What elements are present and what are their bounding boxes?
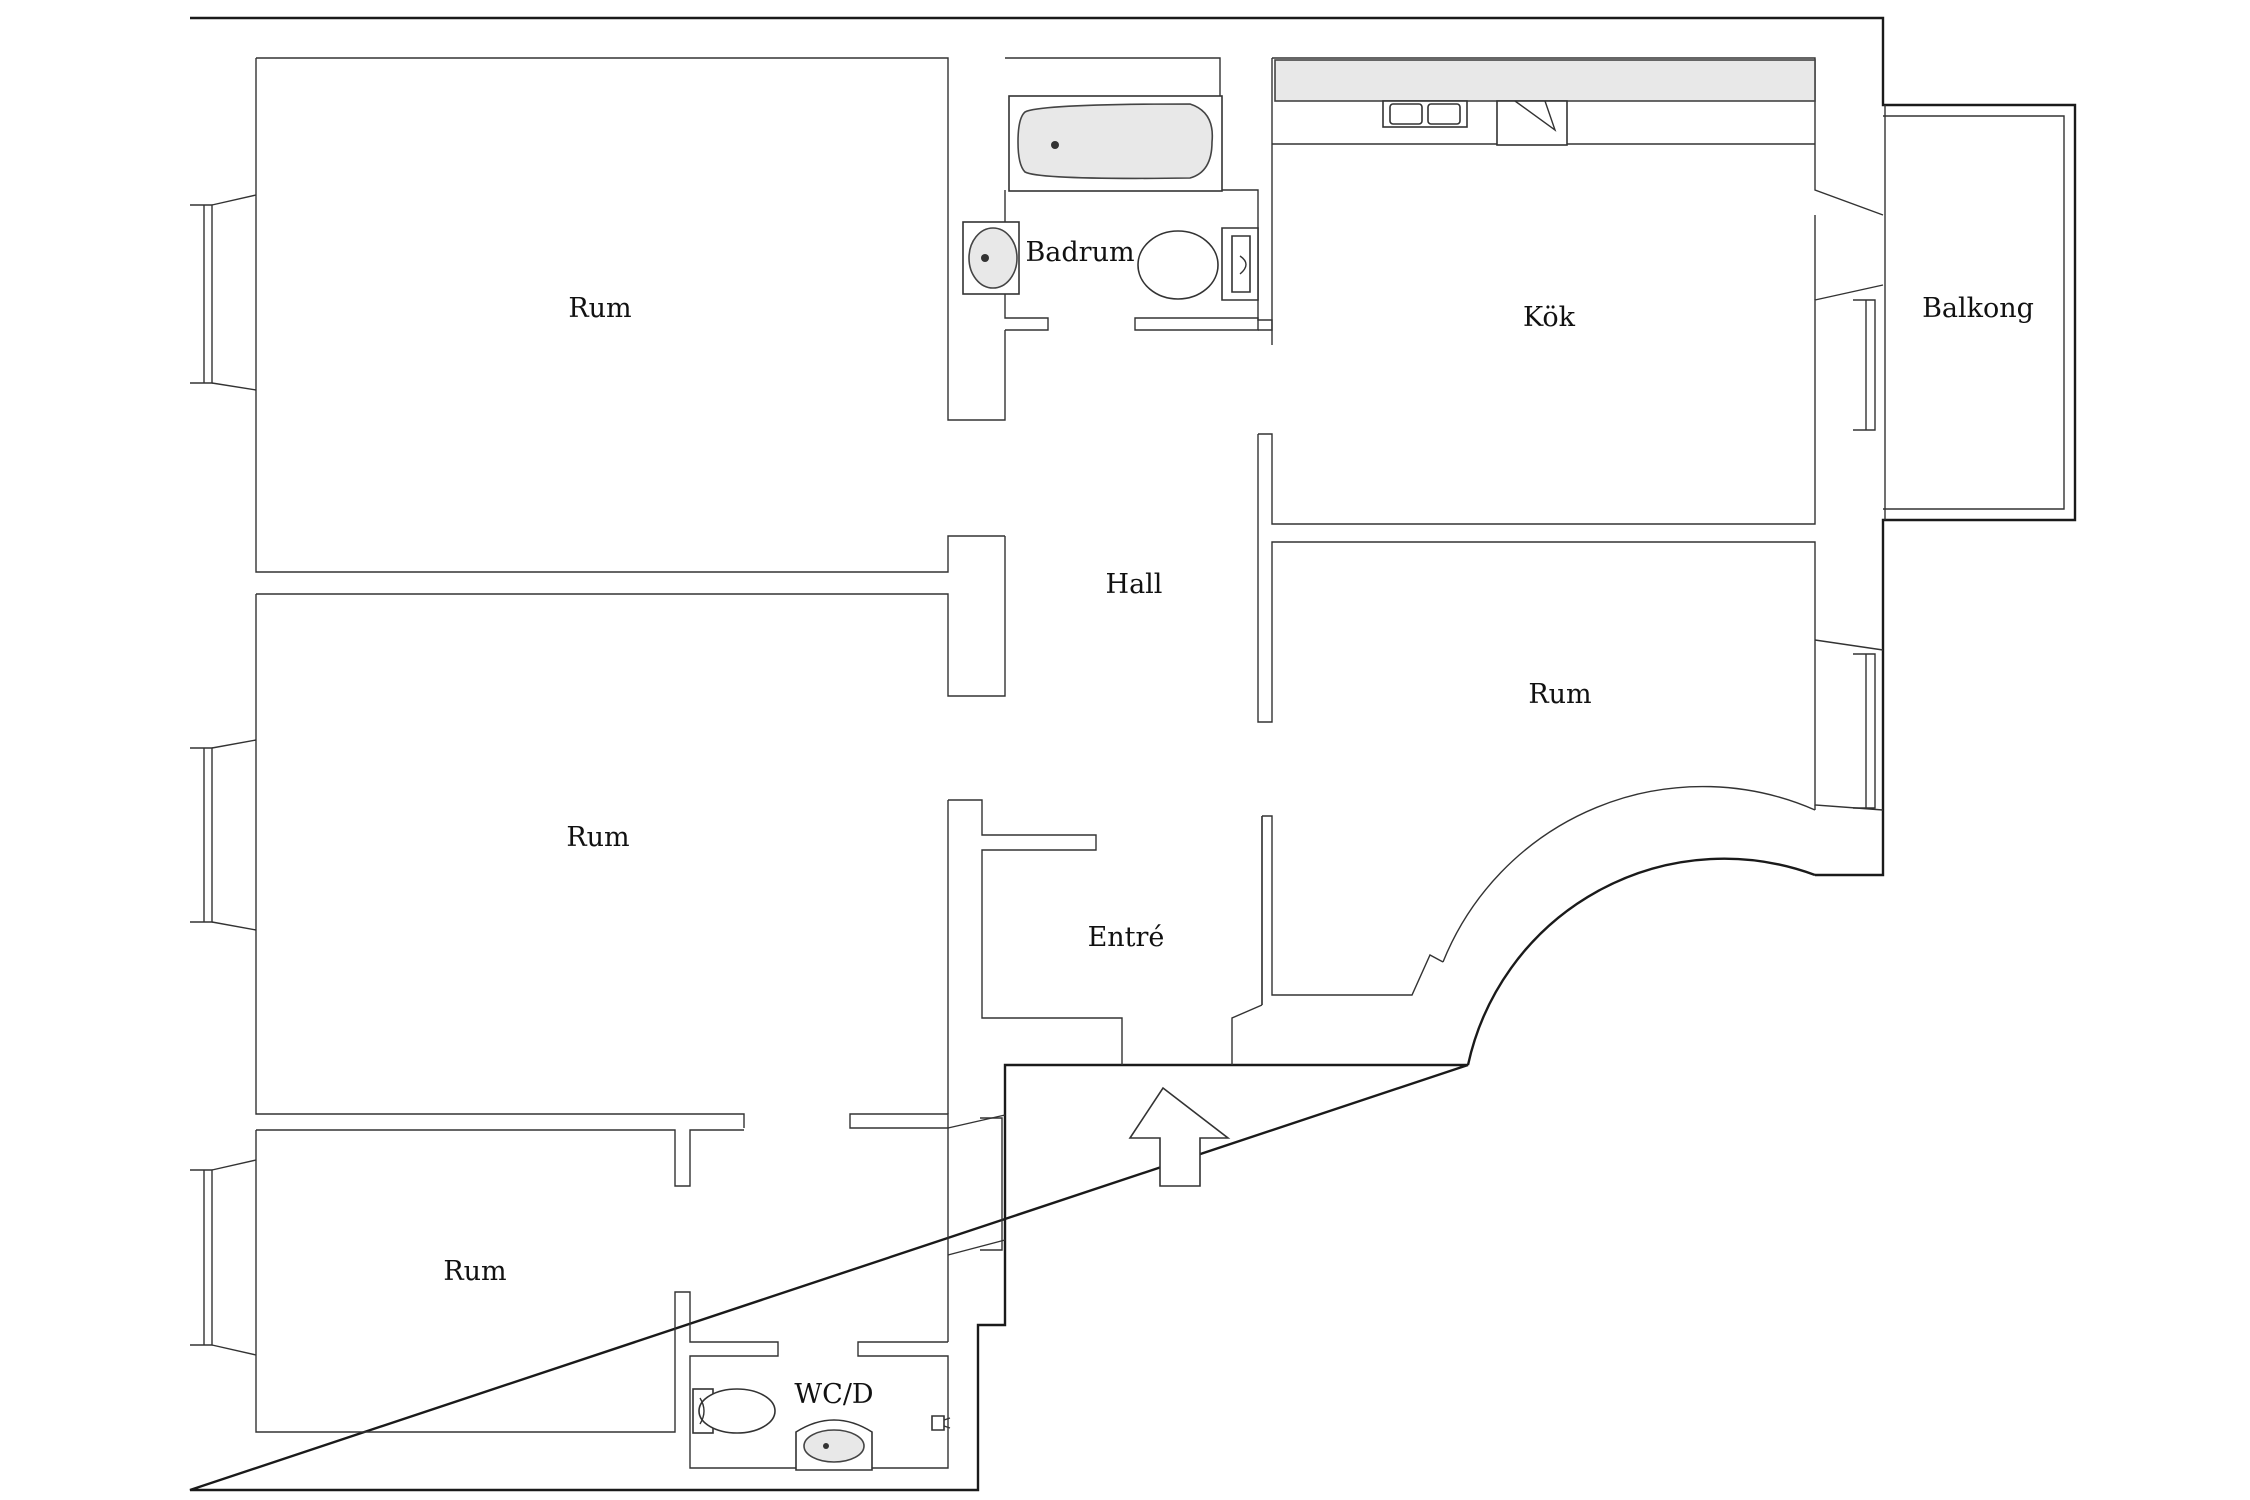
shower-icon — [931, 1415, 951, 1431]
wc-toilet-icon — [692, 1388, 776, 1434]
bathtub-icon — [1008, 95, 1223, 192]
room-label-badrum: Badrum — [1025, 237, 1134, 268]
room-label-rum-bottom-left: Rum — [443, 1256, 506, 1287]
outer-walls — [189, 16, 2077, 1492]
inner-walls — [255, 57, 1884, 1469]
kitchen-counter — [1274, 59, 1816, 146]
entrance-arrow-icon — [1128, 1086, 1231, 1187]
room-label-wc: WC/D — [794, 1379, 873, 1410]
room-label-balkong: Balkong — [1922, 293, 2034, 324]
wc-sink-icon — [795, 1419, 873, 1471]
room-label-rum-right: Rum — [1528, 679, 1591, 710]
room-label-kok: Kök — [1523, 302, 1576, 333]
toilet-icon — [1137, 227, 1259, 301]
room-label-hall: Hall — [1106, 569, 1163, 600]
room-label-rum-top-left: Rum — [568, 293, 631, 324]
room-label-rum-middle-left: Rum — [566, 822, 629, 853]
stove-icon — [1496, 100, 1568, 146]
windows — [190, 194, 1876, 1356]
room-label-entre: Entré — [1088, 922, 1165, 953]
sink-icon — [962, 221, 1020, 295]
